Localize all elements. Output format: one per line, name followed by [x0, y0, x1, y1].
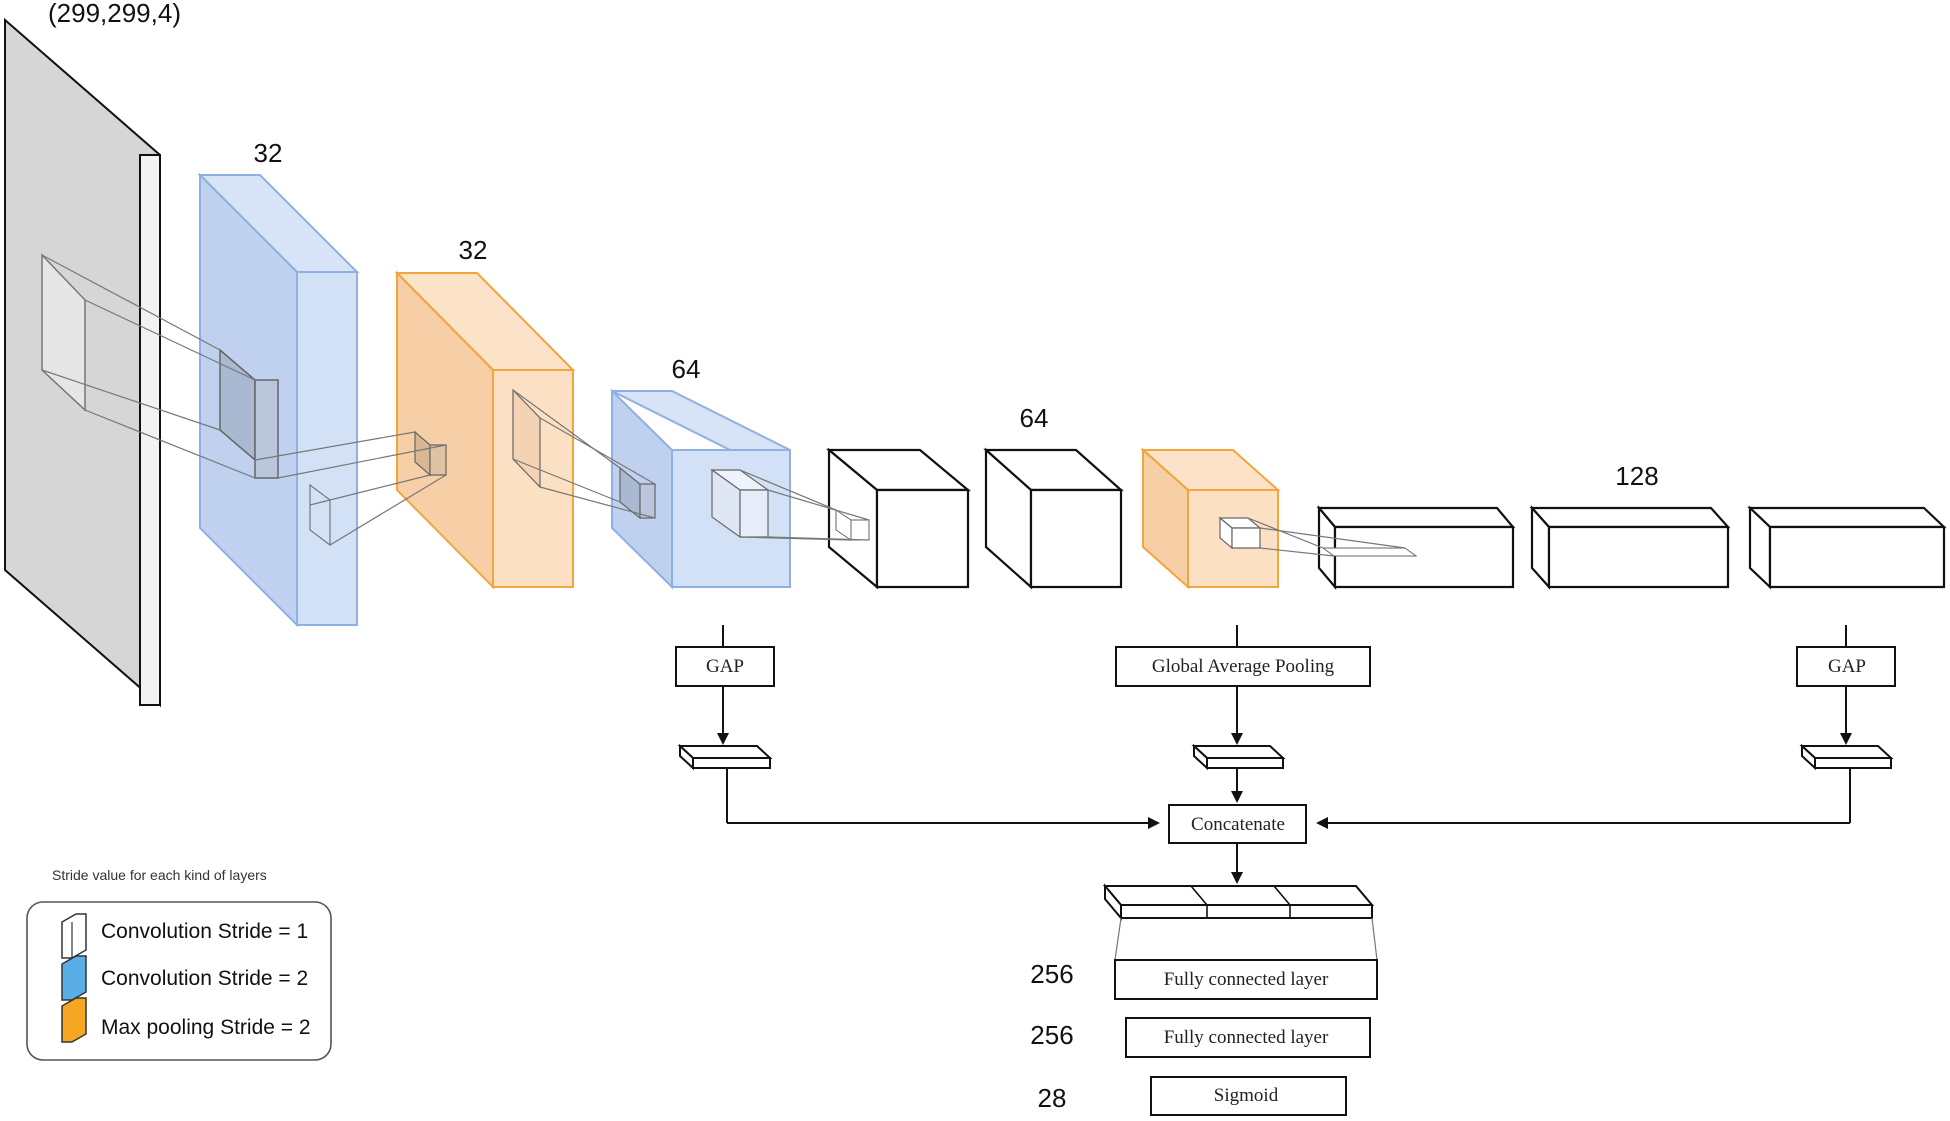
pool1-filter-count: 32 [459, 235, 488, 265]
middle-gap-branch: Global Average Pooling [1115, 625, 1371, 803]
concatenate-box [1168, 804, 1307, 844]
left-gap-branch: GAP [675, 625, 1160, 829]
fc2-label: Fully connected layer [1164, 1027, 1329, 1048]
conv2-block [611, 388, 791, 590]
fc2-box [1125, 1017, 1371, 1058]
block2-filter-count: 64 [1020, 403, 1049, 433]
right-gap-box [1796, 646, 1896, 687]
conv2-filter-count: 64 [672, 354, 701, 384]
conv1-block [197, 172, 360, 628]
output-units: 28 [1038, 1083, 1067, 1113]
right-gap-branch: GAP [1316, 625, 1896, 829]
middle-gap-box [1115, 646, 1371, 687]
block3-layer-a [1316, 504, 1516, 591]
legend: Stride value for each kind of layers Con… [26, 867, 332, 1061]
legend-swatch-conv-stride1 [61, 913, 87, 959]
projection-lines [41, 254, 1406, 557]
legend-swatch-max-pooling [61, 997, 87, 1043]
block3-layer-b [1529, 505, 1731, 590]
legend-label-conv-stride2: Convolution Stride = 2 [101, 967, 308, 990]
middle-gap-label: Global Average Pooling [1152, 656, 1335, 677]
block3-layer-c [1747, 505, 1947, 590]
sigmoid-label: Sigmoid [1214, 1085, 1279, 1106]
fc1-label: Fully connected layer [1164, 969, 1329, 990]
right-gap-vector [1799, 745, 1894, 759]
left-gap-box [675, 646, 775, 687]
pool2-block [1140, 447, 1281, 590]
block2-layer-a [825, 447, 972, 590]
sigmoid-box [1150, 1076, 1347, 1116]
conv1-filter-count: 32 [254, 138, 283, 168]
left-gap-vector [677, 745, 773, 759]
pool1-block [394, 270, 576, 590]
legend-label-conv-stride1: Convolution Stride = 1 [101, 920, 308, 943]
input-layer [4, 17, 161, 708]
concatenate-label: Concatenate [1191, 814, 1285, 835]
middle-gap-vector [1191, 745, 1286, 759]
block3-filter-count: 128 [1615, 461, 1658, 491]
legend-label-max-pooling: Max pooling Stride = 2 [101, 1016, 311, 1039]
input-shape-label: (299,299,4) [48, 0, 181, 28]
concatenated-vector [1102, 883, 1378, 961]
right-gap-label: GAP [1828, 656, 1866, 677]
fc1-units: 256 [1030, 959, 1073, 989]
fc2-units: 256 [1030, 1020, 1073, 1050]
fc1-box [1114, 959, 1378, 1000]
block2-layer-b [983, 447, 1124, 590]
legend-swatch-conv-stride2 [61, 955, 87, 1001]
legend-title: Stride value for each kind of layers [52, 867, 267, 883]
left-gap-label: GAP [706, 656, 744, 677]
legend-frame [26, 901, 332, 1061]
